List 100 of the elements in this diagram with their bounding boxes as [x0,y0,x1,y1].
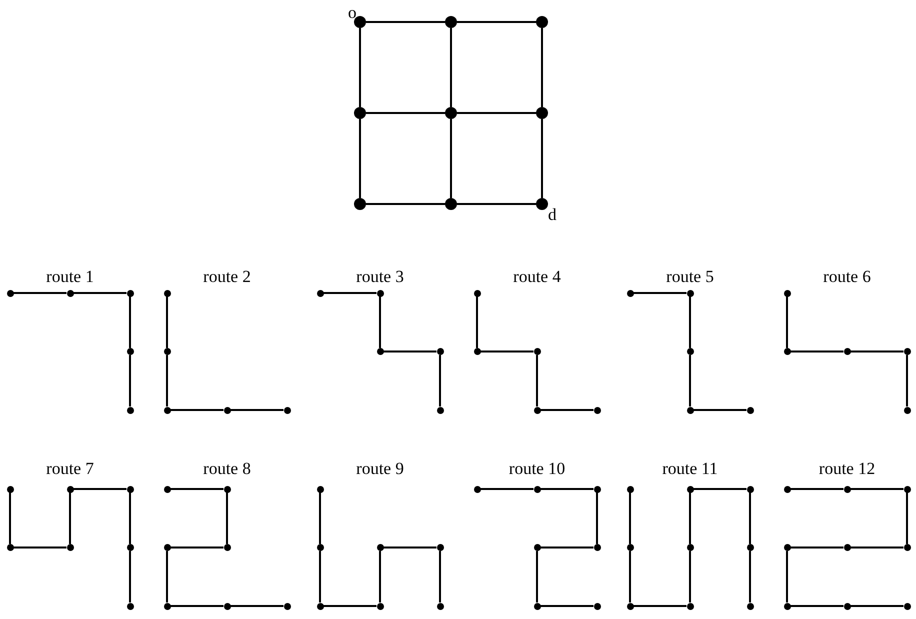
dot [6,544,14,551]
route-line [319,551,321,602]
dot [686,486,694,492]
route-title: route 2 [203,268,251,286]
dot [844,348,850,355]
grid-line [450,119,452,198]
route-line [166,551,168,602]
route-line [629,492,631,544]
dot [6,486,14,492]
dot [126,348,134,355]
dot [284,602,290,610]
route-line [629,551,631,602]
dot [534,486,540,492]
dot [784,290,790,296]
route-title: route 4 [513,268,561,286]
route-line [9,492,11,544]
route-line [850,546,904,548]
dot [534,348,540,355]
route-line [129,355,131,406]
route-line [906,355,908,406]
dot [164,486,170,492]
dot [904,486,910,492]
route-line [129,296,131,348]
dot [126,486,134,492]
route-line [384,546,436,548]
dot [164,290,170,296]
route-line [170,409,224,411]
dot [536,198,548,210]
route-line [749,492,751,544]
dot [164,544,170,551]
route-line [906,492,908,544]
route-line [384,350,436,352]
grid-line [457,203,536,205]
route-line [850,605,904,607]
dot [66,486,74,492]
grid-line [541,119,543,198]
dot [66,290,74,296]
grid-line [457,21,536,23]
dot [534,406,540,414]
route-line [74,488,126,490]
dot [904,348,910,355]
dot [316,602,324,610]
route-line [480,350,534,352]
route-line [230,409,284,411]
node-label: d [548,206,556,224]
route-title: route 12 [818,460,876,478]
dot [784,602,790,610]
route-line [540,546,594,548]
route-line [850,350,904,352]
route-line [540,488,594,490]
dot [376,290,384,296]
dot [686,602,694,610]
route-line [790,488,844,490]
grid-line [359,28,361,107]
route-line [790,350,844,352]
route-line [634,605,686,607]
dot [66,544,74,551]
dot [126,290,134,296]
dot [224,486,230,492]
dot [224,602,230,610]
route-line [536,551,538,602]
dot [746,406,754,414]
route-line [689,551,691,602]
dot [164,406,170,414]
dot [376,348,384,355]
route-line [689,296,691,348]
grid-line [359,119,361,198]
route-line [476,296,478,348]
route-line [166,355,168,406]
dot [474,486,480,492]
route-title: route 7 [46,460,94,478]
dot [536,107,548,119]
dot [594,406,600,414]
dot [686,290,694,296]
dot [626,290,634,296]
route-title: route 5 [666,268,714,286]
route-line [319,492,321,544]
dot [445,16,457,28]
route-line [790,546,844,548]
dot [126,544,134,551]
route-line [786,296,788,348]
dot [784,544,790,551]
route-line [74,292,126,294]
route-line [634,292,686,294]
dot [126,406,134,414]
route-line [129,492,131,544]
dot [474,290,480,296]
route-line [439,355,441,406]
dot [376,544,384,551]
dot [534,544,540,551]
route-line [596,492,598,544]
grid-line [366,21,445,23]
route-line [540,409,594,411]
dot [534,602,540,610]
route-line [749,551,751,602]
dot [224,544,230,551]
grid-line [541,28,543,107]
route-line [439,551,441,602]
dot [746,486,754,492]
dot [844,486,850,492]
